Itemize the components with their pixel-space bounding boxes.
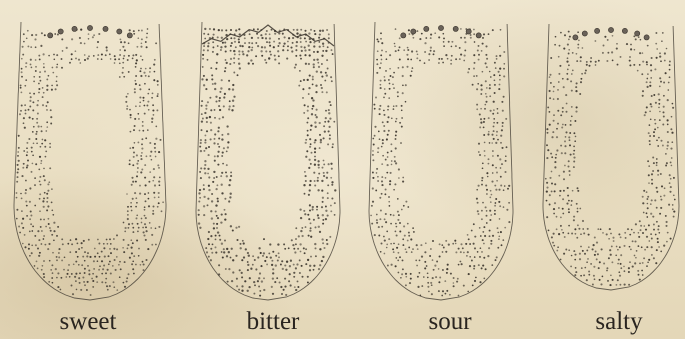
tongue-outline [14, 22, 166, 300]
caption-sour: sour [390, 308, 510, 336]
tongue-sweet [14, 22, 166, 300]
stipple-dots [370, 28, 510, 296]
tip-receptor-markers [401, 25, 482, 38]
stipple-dots [545, 31, 676, 287]
stipple-dots [198, 28, 337, 297]
caption-salty: salty [559, 308, 679, 336]
tip-receptor-markers [573, 27, 649, 40]
tongue-outline [369, 22, 513, 300]
tongue-salty [543, 24, 679, 290]
tip-receptor-markers [48, 25, 133, 38]
caption-bitter: bitter [213, 308, 333, 336]
stipple-dots [16, 28, 164, 296]
tongue-bitter [196, 22, 340, 300]
tongue-sour [369, 22, 513, 300]
caption-sweet: sweet [28, 308, 148, 336]
